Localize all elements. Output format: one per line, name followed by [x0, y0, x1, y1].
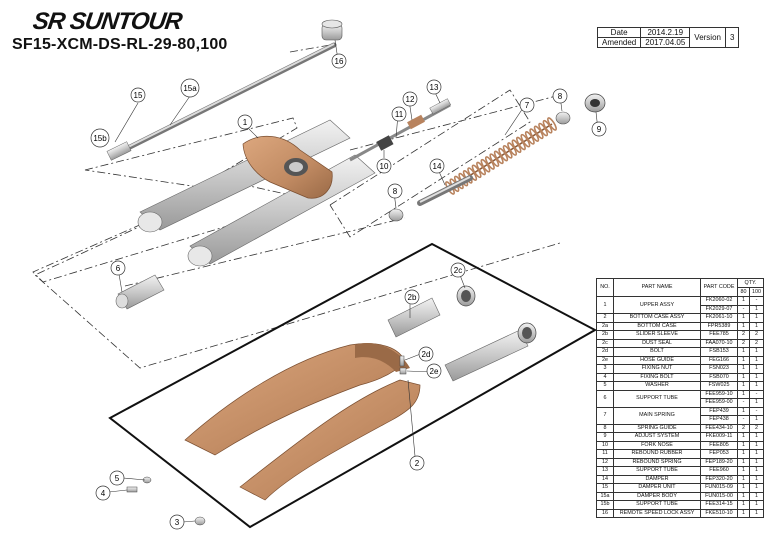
callout-text: 12 [406, 95, 415, 104]
version-value: 3 [724, 27, 740, 48]
callout-text: 3 [175, 518, 180, 527]
bottom-case-frame [108, 242, 598, 529]
callout-11: 11 [391, 106, 407, 122]
callout-text: 2 [415, 459, 420, 468]
callout-5: 5 [109, 470, 125, 486]
revision-box: Date 2014.2.19 Version 3 Amended 2017.04… [596, 27, 740, 48]
callout-3: 3 [169, 514, 185, 530]
spring-guide-part [388, 111, 571, 222]
callout-8: 8 [552, 88, 568, 104]
callout-text: 6 [116, 264, 121, 273]
support-tube-part [115, 274, 165, 310]
callout-text: 7 [525, 101, 530, 110]
rebound-rod-parts [349, 98, 452, 162]
callout-2e: 2e [426, 363, 442, 379]
header-part-code: PART CODE [700, 278, 738, 297]
callout-13: 13 [426, 79, 442, 95]
damper-unit-part [106, 42, 337, 161]
leader-lines [108, 39, 599, 523]
callout-text: 9 [597, 125, 602, 134]
callout-2d: 2d [418, 346, 434, 362]
callout-text: 5 [115, 474, 120, 483]
slider-sleeve-part [387, 297, 529, 382]
callout-15: 15 [130, 87, 146, 103]
callout-15b: 15b [90, 128, 110, 148]
adjust-system-part [584, 93, 606, 113]
upper-assy-part [137, 119, 376, 267]
callout-text: 15b [93, 134, 107, 143]
callout-text: 2b [408, 293, 417, 302]
callout-text: 2c [454, 266, 462, 275]
callout-14: 14 [429, 158, 445, 174]
bottom-case-part [184, 342, 421, 501]
callout-text: 4 [101, 489, 106, 498]
part-name-cell: UPPER ASSY [613, 296, 701, 314]
callout-text: 11 [395, 110, 404, 119]
header-qty-100: 100 [749, 287, 764, 297]
callout-text: 16 [335, 57, 344, 66]
callout-text: 13 [430, 83, 439, 92]
callout-text: 2d [422, 350, 431, 359]
qty-100-cell: 1 [749, 508, 764, 518]
callout-4: 4 [95, 485, 111, 501]
amended-label: Amended [596, 37, 642, 48]
callout-7: 7 [519, 97, 535, 113]
callout-text: 15 [134, 91, 143, 100]
model-title: SF15-XCM-DS-RL-29-80,100 [12, 36, 228, 53]
callout-12: 12 [402, 91, 418, 107]
callout-15a: 15a [180, 78, 200, 98]
callout-text: 2e [430, 367, 439, 376]
amended-value: 2017.04.05 [640, 37, 691, 48]
dust-seal-part [456, 285, 537, 344]
callout-9: 9 [591, 121, 607, 137]
callout-2: 2 [409, 455, 425, 471]
damper-part [417, 175, 473, 206]
callout-1: 1 [237, 114, 253, 130]
callout-16: 16 [331, 53, 347, 69]
callout-8: 8 [387, 183, 403, 199]
callout-2b: 2b [404, 289, 420, 305]
remote-lockout-part [321, 19, 343, 41]
callout-text: 8 [558, 92, 563, 101]
callout-10: 10 [376, 158, 392, 174]
callout-text: 8 [393, 187, 398, 196]
callout-2c: 2c [450, 262, 466, 278]
callout-6: 6 [110, 260, 126, 276]
callout-text: 1 [243, 118, 248, 127]
callout-text: 14 [433, 162, 442, 171]
callout-text: 10 [380, 162, 389, 171]
part-name-cell: MAIN SPRING [613, 406, 701, 425]
callout-text: 15a [183, 84, 197, 93]
